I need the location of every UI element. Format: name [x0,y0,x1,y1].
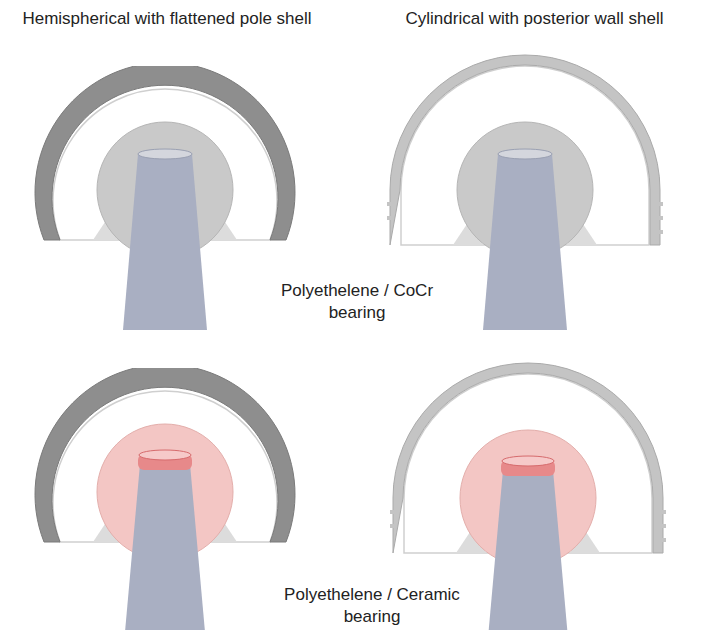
hemispherical-cocr [35,62,295,330]
bearing-label: Polyethelene / Ceramic bearing [262,584,482,628]
shell-type-label: Hemispherical with flattened pole shell [2,8,332,30]
shell-type-label: Cylindrical with posterior wall shell [372,8,697,30]
bearing-label: Polyethelene / CoCr bearing [262,280,452,324]
hemispherical-ceramic [35,364,295,630]
